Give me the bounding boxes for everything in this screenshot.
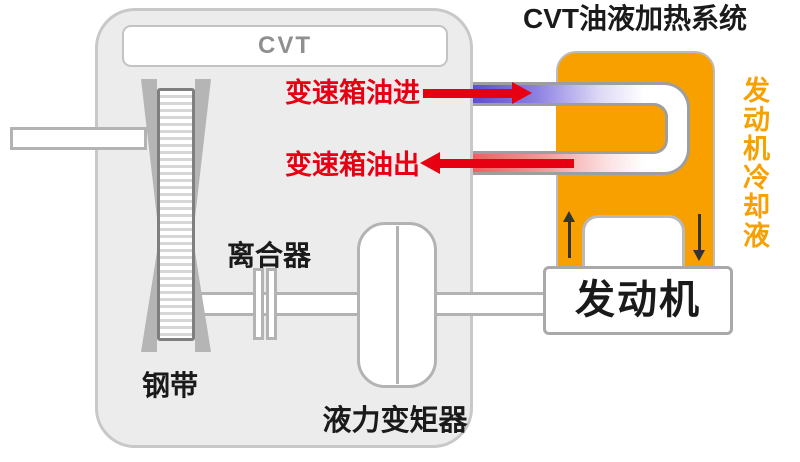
oil-out-label: 变速箱油出 <box>285 150 420 180</box>
oil-in-label: 变速箱油进 <box>285 78 420 108</box>
clutch-plate-right <box>266 268 277 340</box>
engine-box: 发动机 <box>543 266 733 335</box>
coolant-up-arrowhead-icon <box>563 211 575 222</box>
steel-belt-label: 钢带 <box>141 370 198 401</box>
diagram-title: CVT油液加热系统 <box>522 3 747 34</box>
clutch-plate-left <box>253 268 264 340</box>
oil-out-arrow-icon <box>439 159 574 168</box>
coolant-up-arrow-icon <box>568 221 571 258</box>
coolant-leg-notch <box>582 215 685 275</box>
torque-converter-divider <box>396 226 399 384</box>
oil-out-arrowhead-icon <box>420 152 440 174</box>
oil-in-arrow-icon <box>423 89 513 98</box>
input-shaft <box>10 127 147 150</box>
heat-exchanger-inner-wall <box>556 103 668 154</box>
coolant-down-arrowhead-icon <box>693 250 705 261</box>
cvt-housing-label: CVT <box>122 25 448 67</box>
steel-belt <box>157 88 195 341</box>
engine-coolant-label: 发动机冷却液 <box>739 76 769 250</box>
oil-in-arrowhead-icon <box>512 82 532 104</box>
coolant-down-arrow-icon <box>698 214 701 251</box>
torque-converter-label: 液力变矩器 <box>322 405 468 437</box>
clutch-label: 离合器 <box>226 240 311 271</box>
